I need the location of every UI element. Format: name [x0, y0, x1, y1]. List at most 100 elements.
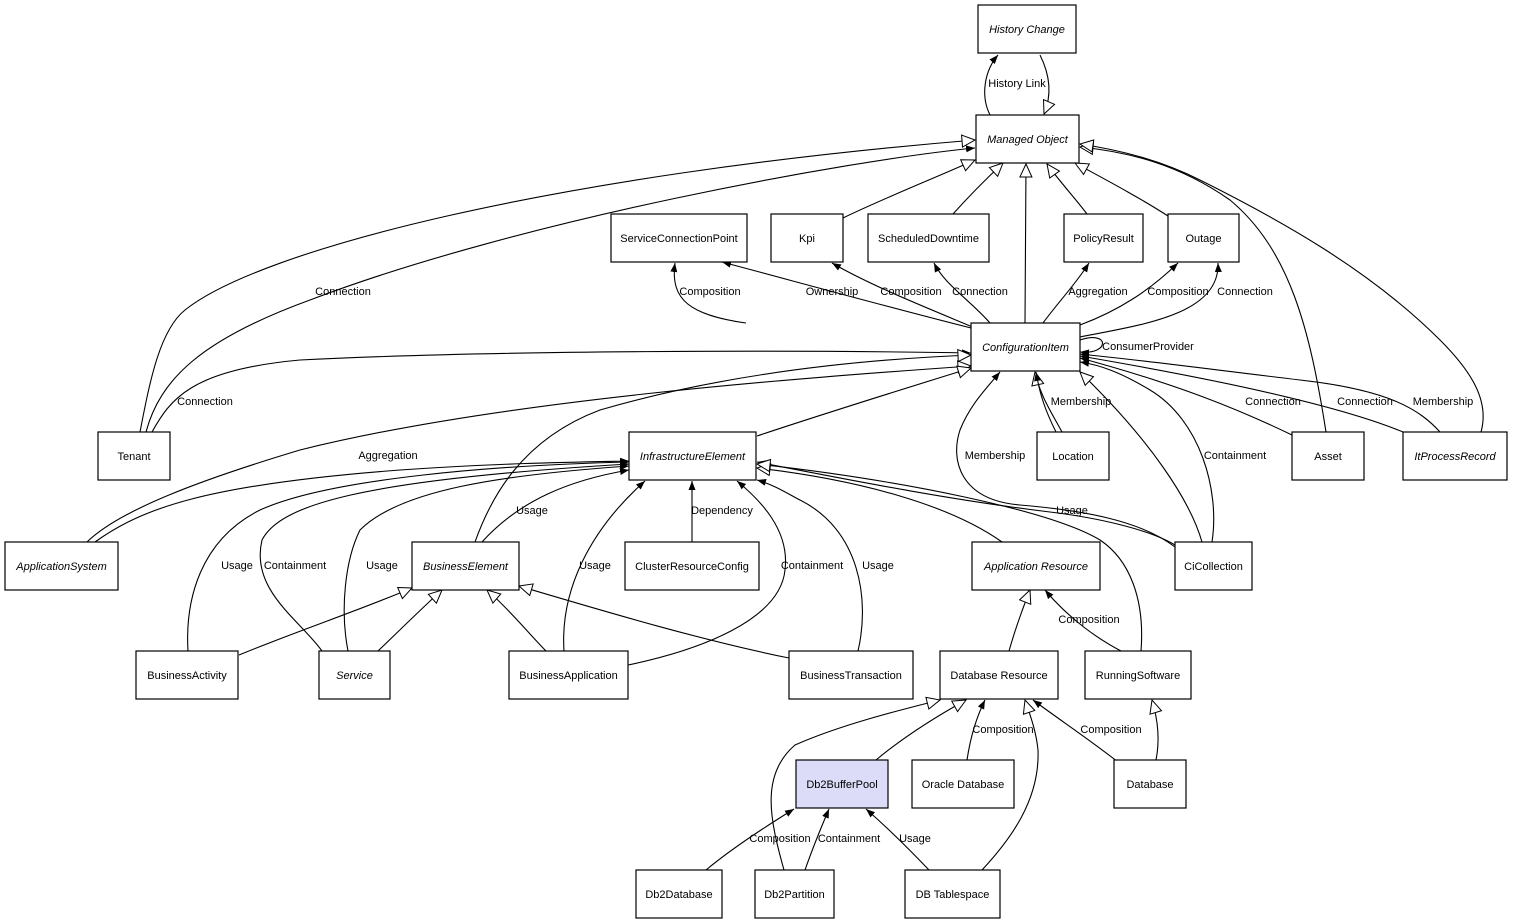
- class-node-tenant[interactable]: Tenant: [97, 431, 171, 481]
- edge-label: Membership: [1051, 396, 1112, 408]
- class-node-cluster-resource-config[interactable]: ClusterResourceConfig: [624, 541, 760, 591]
- hollow-arrow-icon: [1046, 163, 1088, 215]
- filled-arrow-icon: [1079, 354, 1404, 433]
- class-box[interactable]: [795, 759, 889, 809]
- inheritance-edge-running-software-to-infrastructure-element: [755, 458, 1143, 652]
- class-box[interactable]: [1174, 541, 1253, 591]
- class-box[interactable]: [975, 114, 1080, 164]
- association-edge-ci-collection-to-configuration-item: [956, 371, 1176, 548]
- hollow-arrow-icon: [981, 698, 1039, 871]
- class-node-history-change[interactable]: History Change: [977, 4, 1077, 54]
- class-box[interactable]: [788, 650, 914, 700]
- class-node-configuration-item[interactable]: ConfigurationItem: [970, 322, 1081, 372]
- class-box[interactable]: [977, 4, 1077, 54]
- filled-arrow-icon: [1044, 589, 1122, 652]
- association-edge-db-tablespace-to-db2-buffer-pool: [865, 808, 930, 871]
- class-box[interactable]: [754, 869, 835, 919]
- class-node-oracle-database[interactable]: Oracle Database: [911, 759, 1015, 809]
- class-node-service-connection-point[interactable]: ServiceConnectionPoint: [610, 213, 748, 263]
- association-edge-business-activity-to-infrastructure-element: [187, 458, 630, 652]
- inheritance-edge-db2-partition-to-database-resource: [770, 696, 942, 871]
- class-box[interactable]: [135, 650, 239, 700]
- class-box[interactable]: [970, 322, 1081, 372]
- class-node-it-process-record[interactable]: ItProcessRecord: [1402, 431, 1508, 481]
- class-node-db-tablespace[interactable]: DB Tablespace: [904, 869, 1001, 919]
- class-box[interactable]: [1402, 431, 1508, 481]
- class-node-database-resource[interactable]: Database Resource: [939, 650, 1059, 700]
- class-box[interactable]: [904, 869, 1001, 919]
- edge-label: Usage: [221, 560, 253, 572]
- class-node-managed-object[interactable]: Managed Object: [975, 114, 1080, 164]
- hollow-arrow-icon: [770, 696, 942, 871]
- class-node-running-software[interactable]: RunningSoftware: [1084, 650, 1192, 700]
- hollow-arrow-icon: [1078, 139, 1484, 433]
- class-box[interactable]: [939, 650, 1059, 700]
- edge-label: Composition: [1147, 286, 1208, 298]
- class-node-asset[interactable]: Asset: [1291, 431, 1365, 481]
- class-name: CiCollection: [1184, 561, 1243, 573]
- class-node-infrastructure-element[interactable]: InfrastructureElement: [628, 431, 757, 481]
- edges-layer: [86, 54, 1484, 871]
- hollow-arrow-icon: [1039, 54, 1056, 116]
- class-box[interactable]: [97, 431, 171, 481]
- association-edge-configuration-item-to-outage: [1079, 262, 1179, 326]
- class-node-service[interactable]: Service: [318, 650, 391, 700]
- inheritance-edge-asset-to-managed-object: [1078, 141, 1327, 433]
- inheritance-edge-database-resource-to-application-resource: [1008, 588, 1032, 652]
- class-box[interactable]: [770, 213, 844, 263]
- hollow-arrow-icon: [1149, 698, 1163, 761]
- hollow-arrow-icon: [517, 583, 790, 659]
- edge-label: Aggregation: [358, 450, 417, 462]
- association-edge-managed-object-to-history-change: [984, 54, 999, 116]
- class-box[interactable]: [610, 213, 748, 263]
- edge-label: Containment: [264, 560, 326, 572]
- class-node-policy-result[interactable]: PolicyResult: [1063, 213, 1144, 263]
- class-node-ci-collection[interactable]: CiCollection: [1174, 541, 1253, 591]
- class-node-business-element[interactable]: BusinessElement: [411, 541, 520, 591]
- class-node-db2-buffer-pool[interactable]: Db2BufferPool: [795, 759, 889, 809]
- class-node-application-resource[interactable]: Application Resource: [971, 541, 1101, 591]
- class-name: PolicyResult: [1073, 233, 1134, 245]
- class-box[interactable]: [1063, 213, 1144, 263]
- class-node-kpi[interactable]: Kpi: [770, 213, 844, 263]
- class-box[interactable]: [911, 759, 1015, 809]
- class-node-location[interactable]: Location: [1036, 431, 1110, 481]
- inheritance-edge-business-transaction-to-business-element: [517, 583, 790, 659]
- association-edge-asset-to-configuration-item: [1079, 356, 1293, 436]
- association-edge-configuration-item-to-policy-result: [1042, 262, 1090, 324]
- class-node-database[interactable]: Database: [1113, 759, 1187, 809]
- class-box[interactable]: [867, 213, 990, 263]
- class-box[interactable]: [971, 541, 1101, 591]
- association-edge-it-process-record-to-configuration-item: [1079, 351, 1441, 433]
- class-box[interactable]: [1036, 431, 1110, 481]
- class-box[interactable]: [508, 650, 629, 700]
- inheritance-edge-application-system-to-configuration-item: [86, 360, 973, 543]
- class-box[interactable]: [635, 869, 723, 919]
- class-node-business-application[interactable]: BusinessApplication: [508, 650, 629, 700]
- association-edge-db2-database-to-db2-buffer-pool: [705, 808, 795, 871]
- class-box[interactable]: [1084, 650, 1192, 700]
- filled-arrow-icon: [1079, 337, 1104, 357]
- class-box[interactable]: [1291, 431, 1365, 481]
- class-box[interactable]: [624, 541, 760, 591]
- filled-arrow-icon: [563, 480, 646, 652]
- class-name: ServiceConnectionPoint: [620, 233, 737, 245]
- filled-arrow-icon: [756, 479, 863, 652]
- class-node-scheduled-downtime[interactable]: ScheduledDowntime: [867, 213, 990, 263]
- class-box[interactable]: [318, 650, 391, 700]
- class-box[interactable]: [4, 541, 119, 591]
- class-box[interactable]: [411, 541, 520, 591]
- class-node-db2-database[interactable]: Db2Database: [635, 869, 723, 919]
- hollow-arrow-icon: [875, 699, 968, 761]
- class-node-db2-partition[interactable]: Db2Partition: [754, 869, 835, 919]
- class-box[interactable]: [628, 431, 757, 481]
- filled-arrow-icon: [627, 480, 787, 666]
- edge-label: Connection: [1245, 396, 1301, 408]
- class-node-business-transaction[interactable]: BusinessTransaction: [788, 650, 914, 700]
- class-node-outage[interactable]: Outage: [1167, 213, 1240, 263]
- class-box[interactable]: [1167, 213, 1240, 263]
- class-node-application-system[interactable]: ApplicationSystem: [4, 541, 119, 591]
- class-box[interactable]: [1113, 759, 1187, 809]
- class-name: ItProcessRecord: [1414, 451, 1496, 463]
- class-node-business-activity[interactable]: BusinessActivity: [135, 650, 239, 700]
